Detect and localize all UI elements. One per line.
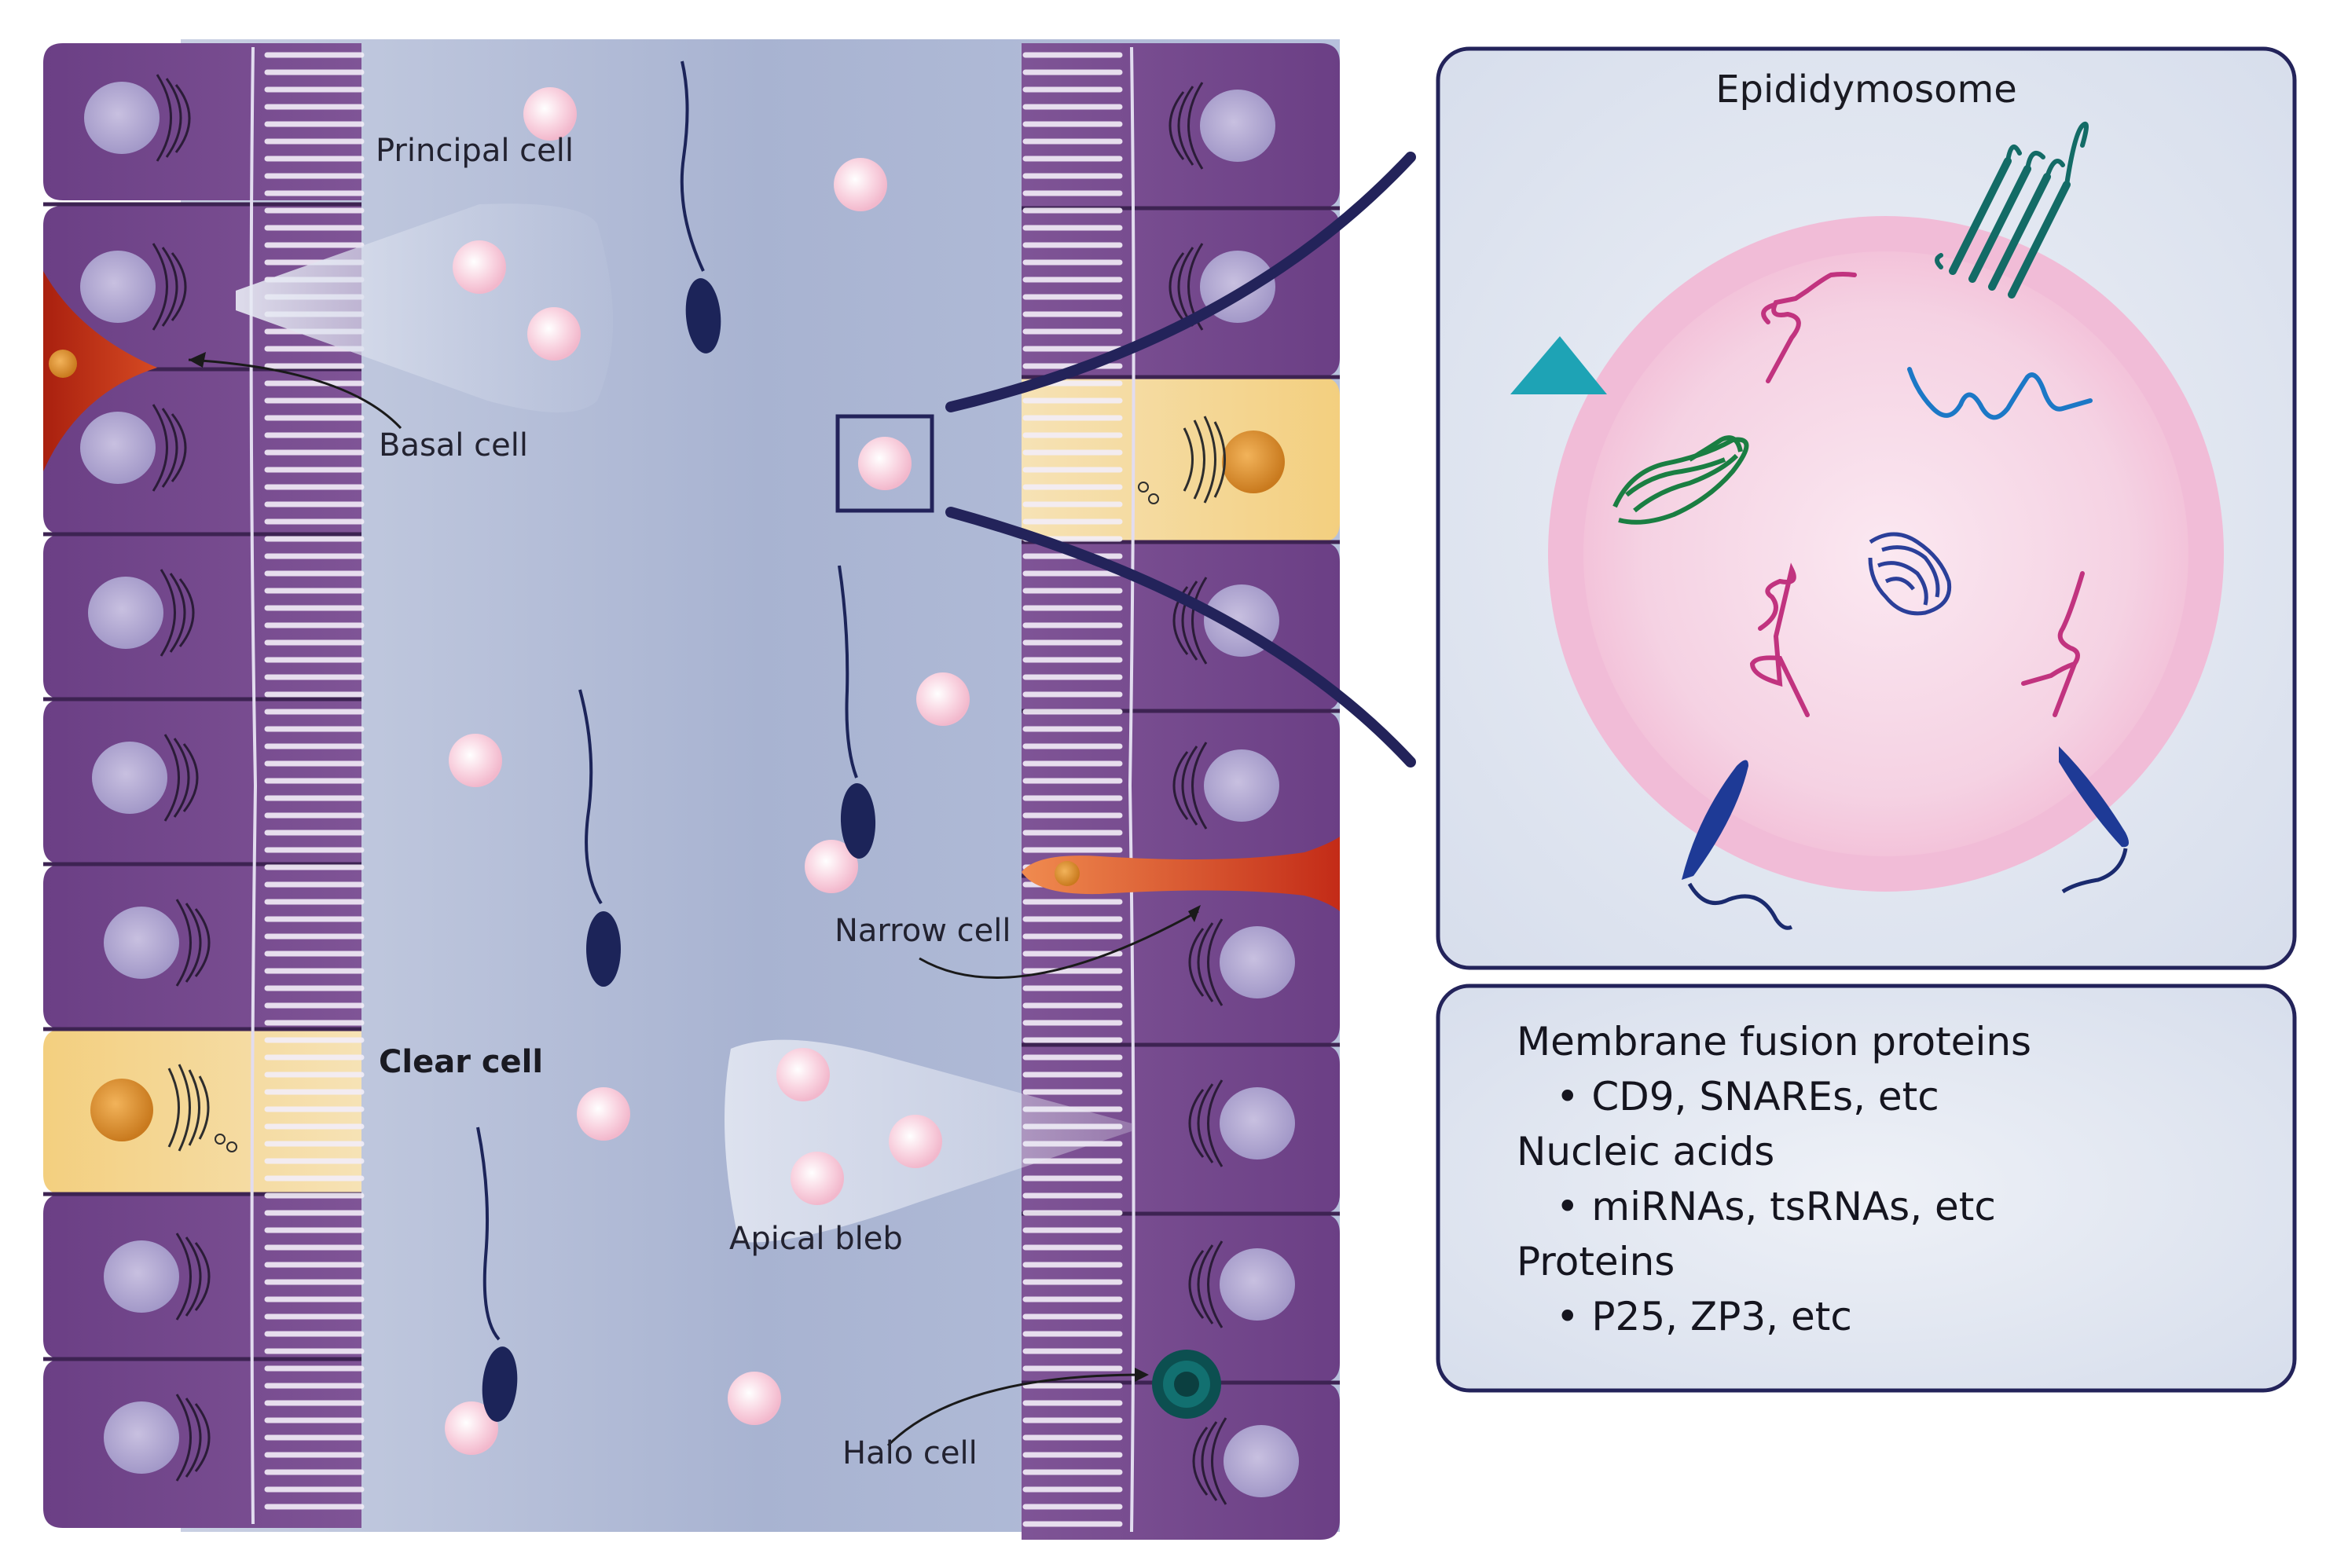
cargo-heading-proteins: Proteins — [1517, 1239, 1675, 1284]
sperm-icon-left — [1682, 760, 1793, 930]
vesicle — [858, 437, 912, 490]
sperm-cell — [838, 565, 876, 859]
cargo-item-nucleic-acids: • miRNAs, tsRNAs, etc — [1556, 1184, 1996, 1229]
principal-cell-right-2 — [1022, 208, 1340, 377]
vesicle — [449, 734, 502, 787]
vesicle — [776, 1048, 830, 1101]
vesicle — [834, 158, 887, 211]
principal-cell-label: Principal cell — [376, 133, 574, 169]
epididymosome-lumen — [1583, 251, 2188, 856]
narrow-cell-arrow — [919, 910, 1199, 979]
green-protein-icon — [1612, 435, 1749, 525]
clear-cell-label: Clear cell — [379, 1044, 543, 1080]
vesicle — [577, 1087, 630, 1141]
halo-cell-label: Halo cell — [842, 1435, 978, 1471]
basal-cell-arrow — [188, 358, 402, 430]
principal-cell-left-3 — [43, 369, 361, 534]
narrow-cell-label: Narrow cell — [835, 913, 1011, 949]
apical-bleb-label: Apical bleb — [729, 1221, 903, 1257]
principal-cell-right-6 — [1022, 1045, 1340, 1214]
principal-cell-left-5 — [43, 699, 361, 864]
clear-cell-left — [43, 1029, 361, 1194]
basal-cell-shape — [43, 271, 157, 471]
apical-bleb-left — [236, 203, 613, 412]
vesicle — [523, 87, 577, 141]
zoom-box — [835, 414, 934, 513]
blue-protein-icon — [1868, 532, 1952, 616]
vesicle — [805, 840, 858, 893]
epididymosome-title: Epididymosome — [1715, 68, 2017, 112]
transmembrane-protein-icon — [1935, 121, 2089, 299]
cargo-heading-membrane-fusion: Membrane fusion proteins — [1517, 1019, 2031, 1064]
rna-strand-icon — [1907, 367, 2093, 420]
sperm-cell — [476, 1127, 518, 1422]
zoom-connector-bottom — [945, 507, 1416, 768]
vesicles — [445, 87, 970, 1455]
basal-cell-label: Basal cell — [379, 427, 528, 463]
zoom-connector-top — [945, 152, 1416, 412]
teal-triangle-icon — [1510, 336, 1607, 394]
vesicle — [453, 240, 506, 294]
halo-cell-shape — [1152, 1350, 1221, 1419]
vesicle — [527, 307, 581, 361]
sperm-cell — [680, 60, 721, 354]
trna-icon-3 — [2021, 571, 2085, 717]
right-epithelium — [1022, 43, 1340, 1540]
principal-cell-right-1 — [1022, 43, 1340, 208]
cargo-heading-nucleic-acids: Nucleic acids — [1517, 1129, 1774, 1174]
left-epithelium — [43, 43, 365, 1528]
epididymosome-panel: Epididymosome — [1436, 46, 2297, 970]
trna-icon-2 — [1749, 562, 1810, 717]
cargo-item-membrane-fusion: • CD9, SNAREs, etc — [1556, 1074, 1939, 1119]
microvilli-left — [264, 52, 365, 1510]
cargo-item-proteins: • P25, ZP3, etc — [1556, 1294, 1852, 1339]
vesicle — [791, 1152, 844, 1205]
halo-cell-arrow — [886, 1373, 1144, 1447]
vesicle — [889, 1115, 942, 1168]
vesicle — [728, 1372, 781, 1425]
trna-icon-1 — [1761, 272, 1857, 383]
sperm-icon-right — [2059, 746, 2129, 894]
cargo-panel: Membrane fusion proteins • CD9, SNAREs, … — [1436, 984, 2297, 1393]
sperm-cell — [578, 689, 621, 987]
sperm-cells — [476, 60, 876, 1422]
principal-cell-right-7 — [1022, 1214, 1340, 1383]
vesicle — [445, 1401, 498, 1455]
narrow-cell-shape — [1022, 837, 1340, 911]
vesicle — [916, 672, 970, 726]
